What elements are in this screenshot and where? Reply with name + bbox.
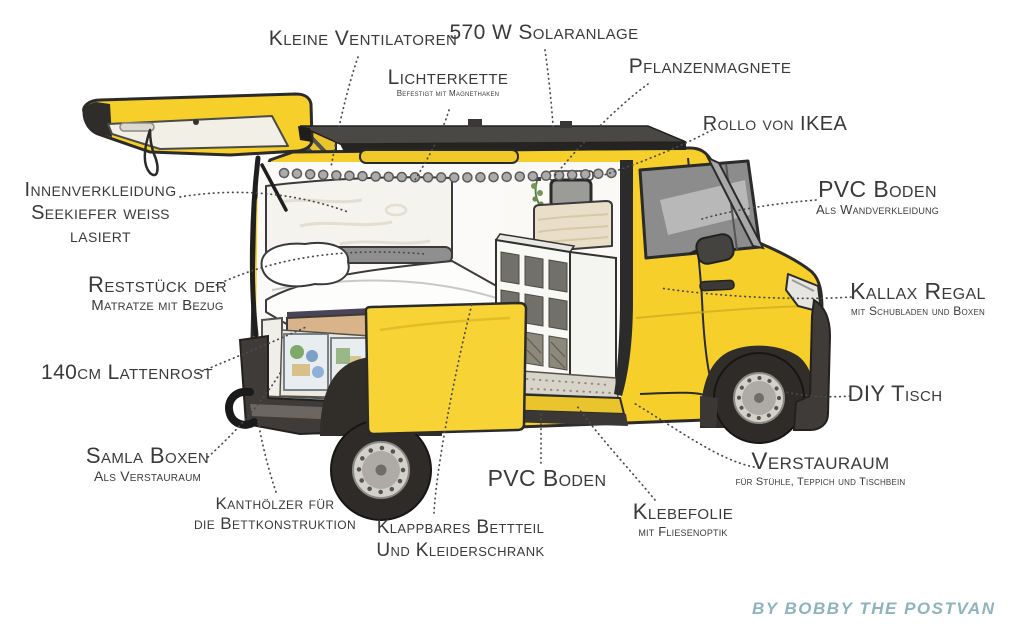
label-innenverkleidung: Innenverkleidung Seekiefer weiß lasiert <box>8 179 193 248</box>
label-klebefolie: Klebefolie mit Fliesenoptik <box>583 499 783 540</box>
windshield <box>705 155 765 250</box>
label-subtext: Befestigt mit Magnethaken <box>396 89 500 99</box>
label-subtext: Als Wandverkleidung <box>816 202 939 218</box>
leader-kanthoelzer <box>257 419 277 493</box>
label-text: 140cm Lattenrost <box>40 361 213 384</box>
label-klappbares: Klappbares Bettteil Und Kleiderschrank <box>358 517 563 563</box>
rear-pillar <box>249 155 261 338</box>
headlight <box>785 273 822 313</box>
leader-diy-tisch <box>785 391 851 398</box>
cab-details <box>638 155 832 431</box>
credit-byline: BY BOBBY THE POSTVAN <box>752 599 996 618</box>
label-solaranlage: 570 W Solaranlage <box>434 21 654 44</box>
leader-kleine-ventilatoren <box>330 56 359 168</box>
label-text: Kleine Ventilatoren <box>268 27 458 50</box>
front-bumper <box>792 298 832 431</box>
label-rollo: Rollo von IKEA <box>665 113 885 135</box>
label-samla: Samla Boxen Als Verstauraum <box>50 443 245 485</box>
sliding-door-rail <box>359 149 519 164</box>
label-verstauraum: Verstauraum für Stühle, Teppich und Tisc… <box>708 448 933 489</box>
label-text: Kallax Regal <box>850 278 986 304</box>
label-lichterkette: Lichterkette Befestigt mit Magnethaken <box>368 66 528 99</box>
leader-klappbares <box>433 303 473 514</box>
label-reststueck: Reststück der Matratze mit Bezug <box>60 272 255 315</box>
tailgate-open <box>82 92 337 177</box>
label-text: Verstauraum <box>751 448 890 475</box>
front-wheel <box>700 345 818 444</box>
label-subtext: mit Fliesenoptik <box>638 524 728 540</box>
label-text: PVC Boden <box>487 465 607 491</box>
label-text: Klebefolie <box>632 499 734 524</box>
leader-verstauraum <box>631 401 755 468</box>
label-text: Lichterkette <box>387 66 509 89</box>
label-text: die Bettkonstruktion <box>193 514 357 534</box>
label-text: Seekiefer weiß lasiert <box>31 202 170 247</box>
string-lights <box>278 167 618 183</box>
tailgate-cord <box>143 128 159 177</box>
label-text: Rollo von IKEA <box>702 113 848 135</box>
leader-rollo <box>603 129 713 176</box>
label-kleine-ventilatoren: Kleine Ventilatoren <box>248 27 478 50</box>
label-subtext: Als Verstauraum <box>93 468 202 485</box>
label-pvc-boden-wand: PVC Boden Als Wandverkleidung <box>775 176 980 218</box>
label-text: 570 W Solaranlage <box>449 21 639 44</box>
label-text: Pflanzenmagnete <box>628 55 792 78</box>
label-pflanzenmagnete: Pflanzenmagnete <box>600 55 820 78</box>
leader-reststueck <box>211 251 426 288</box>
label-text: Reststück der <box>88 272 227 297</box>
b-pillar <box>614 160 633 396</box>
solar-panel <box>298 119 687 152</box>
label-subtext: Matratze mit Bezug <box>91 297 224 315</box>
leader-innenverkleidung <box>179 191 349 213</box>
label-kanthoelzer: Kanthölzer für die Bettkonstruktion <box>180 494 370 535</box>
leader-pflanzenmagnete <box>552 83 649 179</box>
leader-kallax <box>659 287 852 300</box>
side-mirror <box>689 233 735 265</box>
leader-lattenrost <box>197 326 307 374</box>
label-text: Innenverkleidung <box>24 179 177 201</box>
label-kallax: Kallax Regal mit Schubladen und Boxen <box>813 278 1023 319</box>
label-subtext: für Stühle, Teppich und Tischbein <box>735 476 906 489</box>
label-diy-tisch: DIY Tisch <box>795 381 995 406</box>
label-text: Samla Boxen <box>85 443 210 468</box>
label-text: DIY Tisch <box>847 381 943 406</box>
leader-lichterkette <box>414 109 450 181</box>
towbar-hook <box>225 387 258 429</box>
label-subtext: mit Schubladen und Boxen <box>851 304 985 319</box>
leader-solaranlage <box>544 49 555 141</box>
label-text: Und Kleiderschrank <box>376 539 545 561</box>
leader-pvc-boden-wand <box>701 199 817 220</box>
label-lattenrost: 140cm Lattenrost <box>22 361 232 384</box>
label-pvc-boden-floor: PVC Boden <box>447 465 647 491</box>
leader-lines <box>179 49 852 514</box>
door-handle <box>699 279 735 292</box>
label-text: Klappbares Bettteil <box>376 517 545 538</box>
label-text: PVC Boden <box>818 176 937 202</box>
label-text: Kanthölzer für <box>215 494 335 513</box>
fold-down-panel <box>364 301 528 436</box>
